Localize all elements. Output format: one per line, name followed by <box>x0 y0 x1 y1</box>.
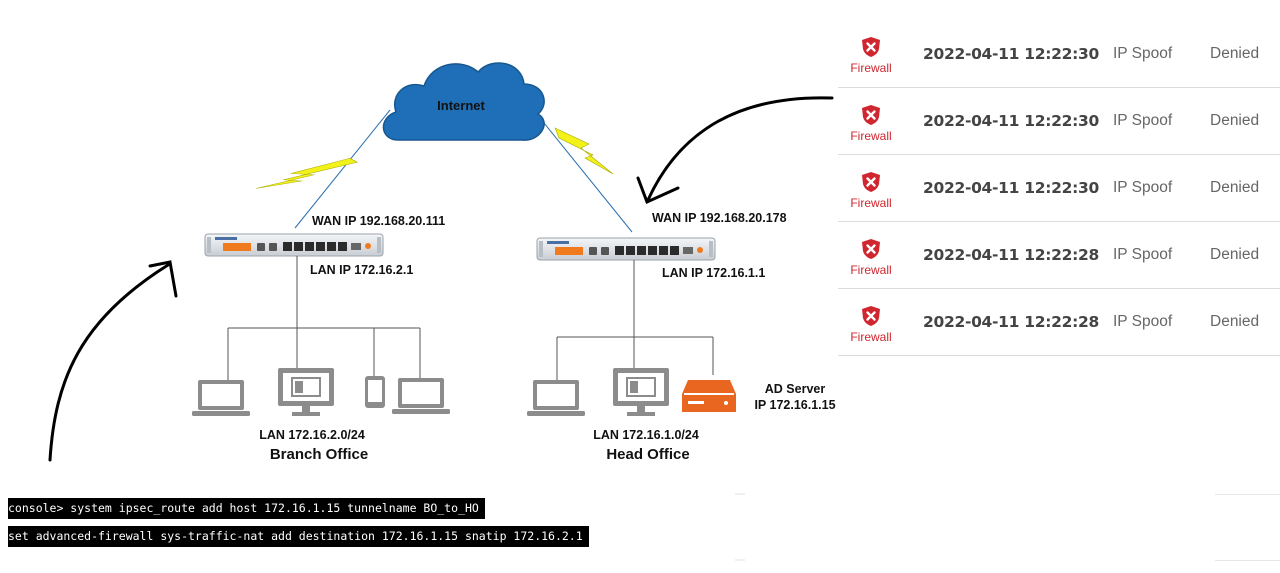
log-event-type: IP Spoof <box>1113 112 1173 129</box>
shield-x-icon <box>862 104 880 125</box>
branch-firewall-appliance <box>204 233 384 257</box>
divider <box>1215 560 1280 561</box>
head-office-label: Head Office <box>606 446 689 463</box>
log-event-type: IP Spoof <box>1113 44 1173 62</box>
ad-server-ip-label: IP 172.16.1.15 <box>754 398 835 412</box>
log-source: Firewall <box>838 100 904 143</box>
log-row[interactable]: Firewall 2022-04-11 12:22:30 IP Spoof Denie… <box>838 155 1280 222</box>
log-source-label: Firewall <box>850 262 892 277</box>
branch-lan-wiring <box>227 256 421 380</box>
log-status: Denied <box>1210 179 1260 196</box>
log-event-type: IP Spoof <box>1113 179 1173 196</box>
arrow-to-branch-icon <box>48 260 178 462</box>
log-source: Firewall <box>838 301 904 344</box>
ad-server-label: AD Server <box>765 382 826 396</box>
log-source-label: Firewall <box>850 61 892 75</box>
branch-laptop-2-icon <box>392 378 450 414</box>
branch-lightning-icon <box>255 157 359 189</box>
log-timestamp: 2022-04-11 12:22:30 <box>923 179 1099 197</box>
internet-cloud-icon <box>382 62 545 141</box>
head-lan-wiring <box>556 260 714 380</box>
shield-x-icon <box>862 238 880 259</box>
log-source-label: Firewall <box>850 195 892 210</box>
head-wan-ip-label: WAN IP 192.168.20.178 <box>652 211 787 225</box>
internet-label: Internet <box>437 98 485 113</box>
log-event-type: IP Spoof <box>1113 313 1173 330</box>
shield-x-icon <box>862 171 880 192</box>
arrow-to-head-icon <box>636 96 834 205</box>
log-source-label: Firewall <box>850 329 892 344</box>
log-event-type: IP Spoof <box>1113 246 1173 263</box>
log-timestamp: 2022-04-11 12:22:28 <box>923 246 1099 264</box>
branch-office-label: Branch Office <box>270 446 368 463</box>
branch-uplink-wire <box>294 109 391 229</box>
console-command-line-2: set advanced-firewall sys-traffic-nat ad… <box>8 526 589 547</box>
log-row[interactable]: Firewall 2022-04-11 12:22:30 IP Spoof Denie… <box>838 20 1280 88</box>
head-lightning-icon <box>554 127 614 175</box>
log-row[interactable]: Firewall 2022-04-11 12:22:28 IP Spoof Denie… <box>838 222 1280 289</box>
head-subnet-label: LAN 172.16.1.0/24 <box>593 428 699 442</box>
log-source-label: Firewall <box>850 128 892 143</box>
log-timestamp: 2022-04-11 12:22:30 <box>923 44 1099 63</box>
log-source: Firewall <box>838 167 904 210</box>
head-uplink-wire <box>539 117 633 233</box>
head-lan-ip-label: LAN IP 172.16.1.1 <box>662 266 765 280</box>
branch-laptop-icon <box>192 380 250 416</box>
shield-x-icon <box>862 37 880 57</box>
branch-desktop-icon <box>277 367 335 417</box>
branch-lan-ip-label: LAN IP 172.16.2.1 <box>310 263 413 277</box>
branch-wan-ip-label: WAN IP 192.168.20.111 <box>312 214 445 228</box>
shield-x-icon <box>862 305 880 326</box>
log-row[interactable]: Firewall 2022-04-11 12:22:28 IP Spoof Denie… <box>838 289 1280 356</box>
log-source: Firewall <box>838 234 904 277</box>
log-status: Denied <box>1210 44 1260 62</box>
log-status: Denied <box>1210 112 1260 129</box>
log-timestamp: 2022-04-11 12:22:30 <box>923 112 1099 130</box>
head-desktop-icon <box>612 367 670 417</box>
log-source: Firewall <box>838 32 904 75</box>
log-status: Denied <box>1210 246 1260 263</box>
branch-phone-icon <box>365 376 385 408</box>
log-timestamp: 2022-04-11 12:22:28 <box>923 313 1099 331</box>
log-row[interactable]: Firewall 2022-04-11 12:22:30 IP Spoof Denie… <box>838 88 1280 155</box>
log-status: Denied <box>1210 313 1260 330</box>
head-firewall-appliance <box>536 237 716 261</box>
head-laptop-icon <box>527 380 585 416</box>
branch-subnet-label: LAN 172.16.2.0/24 <box>259 428 365 442</box>
ad-server-icon <box>682 380 736 412</box>
divider <box>1215 494 1280 495</box>
console-command-line-1: console> system ipsec_route add host 172… <box>8 498 485 519</box>
